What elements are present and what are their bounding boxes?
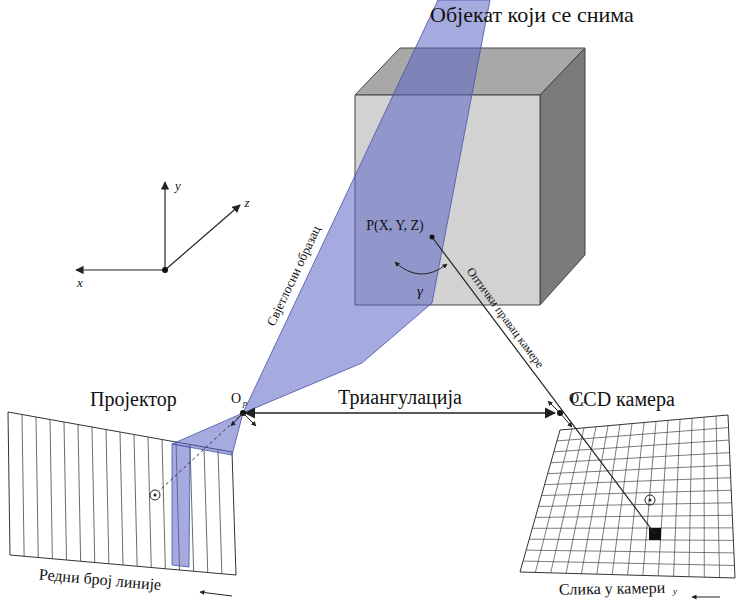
grid-line — [716, 416, 720, 577]
grid-line — [643, 421, 656, 575]
camera-grid — [523, 416, 734, 577]
projector-center-dot — [154, 494, 157, 497]
axis-z — [165, 205, 240, 270]
index-arrow — [692, 597, 720, 598]
stripe-line — [204, 447, 208, 573]
point-label: P(X, Y, Z) — [366, 218, 424, 233]
axis-y — [164, 182, 165, 270]
camera-label: CCD камера — [570, 388, 675, 411]
grid-line — [597, 425, 620, 575]
light-plane — [172, 0, 490, 567]
axis-arrow — [231, 413, 243, 426]
grid-line — [532, 527, 733, 528]
axis-arrow — [548, 401, 560, 413]
index-arrow — [200, 592, 232, 596]
projector-label: Пројектор — [90, 388, 177, 411]
stripe-line — [78, 425, 81, 562]
stripe-line — [50, 420, 52, 559]
camera-center — [645, 495, 655, 505]
edge-label: Триангулација — [338, 386, 462, 408]
grid-line — [689, 418, 692, 577]
point-p — [430, 235, 435, 240]
stripe-line — [22, 415, 24, 557]
world-axes — [76, 182, 240, 270]
axis-label: y — [673, 587, 677, 597]
axis-label: x — [77, 276, 83, 290]
axes-origin — [162, 267, 168, 273]
camera-image-label: Слика у камери — [559, 579, 666, 599]
light-sheet — [243, 0, 490, 413]
stripe-line — [92, 427, 95, 563]
projector-box: ПројекторРедни број линије — [5, 385, 245, 598]
stripe-line — [64, 422, 67, 560]
projector-axis — [159, 413, 243, 491]
cube-side — [540, 48, 585, 305]
axis-label: z — [244, 196, 249, 210]
origin-subscript: p — [243, 399, 248, 409]
stripe-line — [190, 445, 194, 572]
projector-center — [150, 490, 160, 500]
light-band — [172, 444, 190, 567]
axis-x — [76, 269, 165, 270]
stripe-line — [134, 435, 137, 567]
stripe-line — [120, 432, 123, 565]
grid-line — [704, 417, 705, 577]
axis-label: y — [175, 179, 181, 193]
grid-line — [529, 539, 733, 540]
stripe-line — [148, 437, 151, 568]
grid-line — [554, 440, 729, 452]
object-title: Објекат који се снима — [430, 2, 634, 27]
angle-label: γ — [417, 283, 423, 300]
grid-line — [674, 419, 680, 576]
camera-box: CCD камераСлика у камери — [555, 385, 735, 598]
triangulation-arrow — [245, 412, 555, 413]
grid-line — [548, 465, 730, 474]
stripe-line — [36, 417, 38, 558]
grid-line — [542, 490, 732, 495]
grid-line — [523, 561, 734, 565]
axis-arrow — [243, 413, 256, 426]
origin-subscript: c — [581, 399, 585, 409]
axis-arrow — [560, 413, 572, 427]
grid-line — [545, 478, 731, 485]
camera-ray — [432, 237, 655, 534]
stripe-line — [106, 430, 109, 564]
grid-line — [551, 453, 730, 463]
camera-center-dot — [649, 499, 652, 502]
angle-arc — [395, 262, 447, 274]
grid-line — [557, 428, 729, 441]
origin-letter: O — [569, 391, 579, 406]
grid-line — [658, 420, 668, 575]
grid-line — [526, 550, 734, 553]
line-index-label: Редни број линије — [38, 565, 162, 594]
grid-line — [628, 423, 645, 576]
origin-letter: O — [231, 391, 241, 406]
stripe-line — [162, 440, 165, 569]
grid-line — [538, 503, 731, 507]
stripe-line — [218, 450, 222, 574]
object-cube: Објекат који се снима — [355, 95, 540, 305]
grid-line — [535, 515, 732, 517]
